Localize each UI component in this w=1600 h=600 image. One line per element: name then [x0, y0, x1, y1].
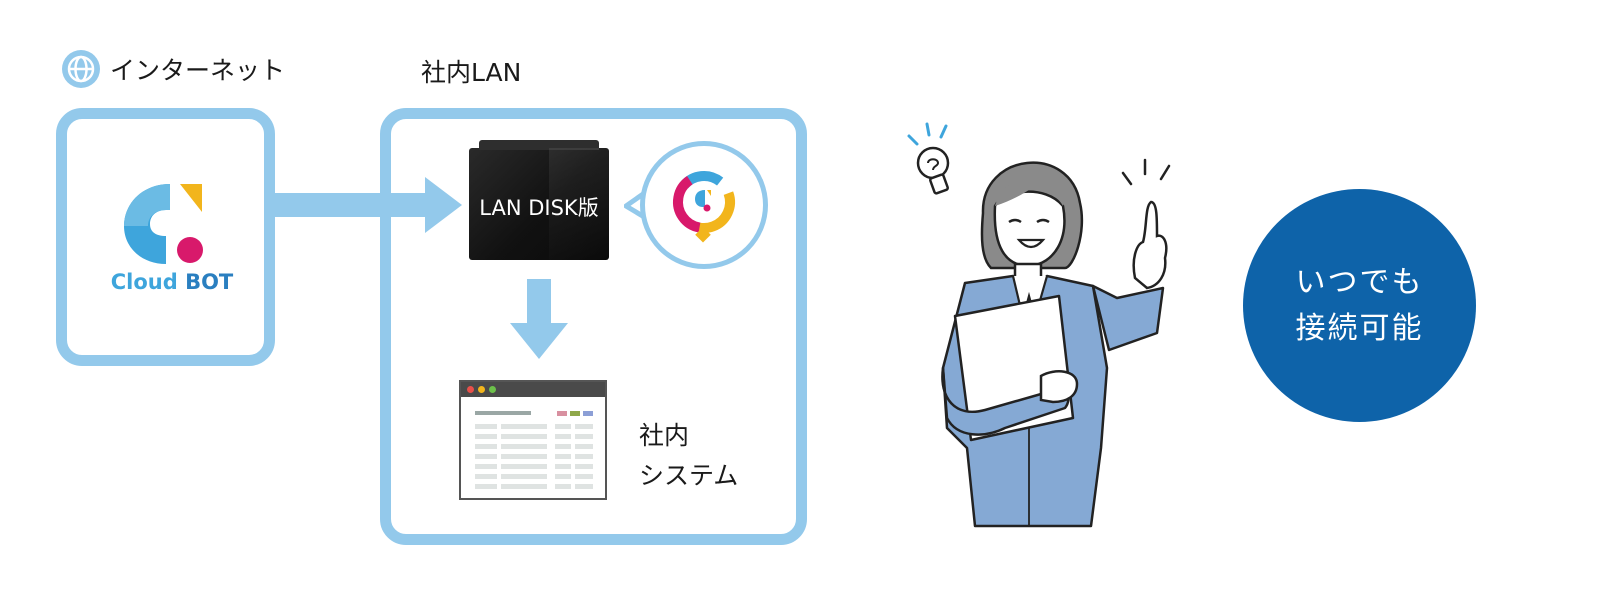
system-label: 社内 システム — [639, 416, 738, 496]
window-minimize-dot — [478, 386, 485, 393]
internet-label: インターネット — [110, 56, 286, 85]
window-content — [475, 411, 593, 489]
window-titlebar — [461, 382, 605, 397]
cloudbot-logo-text-bot: BOT — [185, 270, 234, 294]
qsearch-logo-icon — [673, 170, 735, 243]
globe-icon — [61, 49, 101, 89]
callout-line2: 接続可能 — [1295, 310, 1424, 346]
internet-header: インターネット — [61, 49, 285, 89]
lightbulb-icon — [907, 122, 950, 195]
cloudbot-logo-mark — [124, 184, 203, 264]
callout-line1: いつでも — [1295, 264, 1424, 300]
callout-circle: いつでも 接続可能 — [1243, 189, 1476, 422]
lan-disk-label: LAN DISK版 — [479, 196, 599, 220]
arrow-to-system — [510, 279, 568, 365]
window-close-dot — [467, 386, 474, 393]
lan-disk-device: LAN DISK版 — [469, 140, 609, 260]
window-maximize-dot — [489, 386, 496, 393]
system-label-line1: 社内 — [639, 421, 690, 450]
cloudbot-logo: Cloud BOT — [108, 178, 238, 303]
arrow-to-lan-disk — [275, 175, 465, 239]
woman-illustration — [895, 118, 1195, 532]
cloudbot-logo-text-cloud: Cloud — [110, 270, 186, 294]
speech-bubble — [640, 141, 768, 269]
system-label-line2: システム — [639, 461, 739, 490]
lan-label: 社内LAN — [421, 58, 522, 87]
system-window — [459, 380, 607, 500]
